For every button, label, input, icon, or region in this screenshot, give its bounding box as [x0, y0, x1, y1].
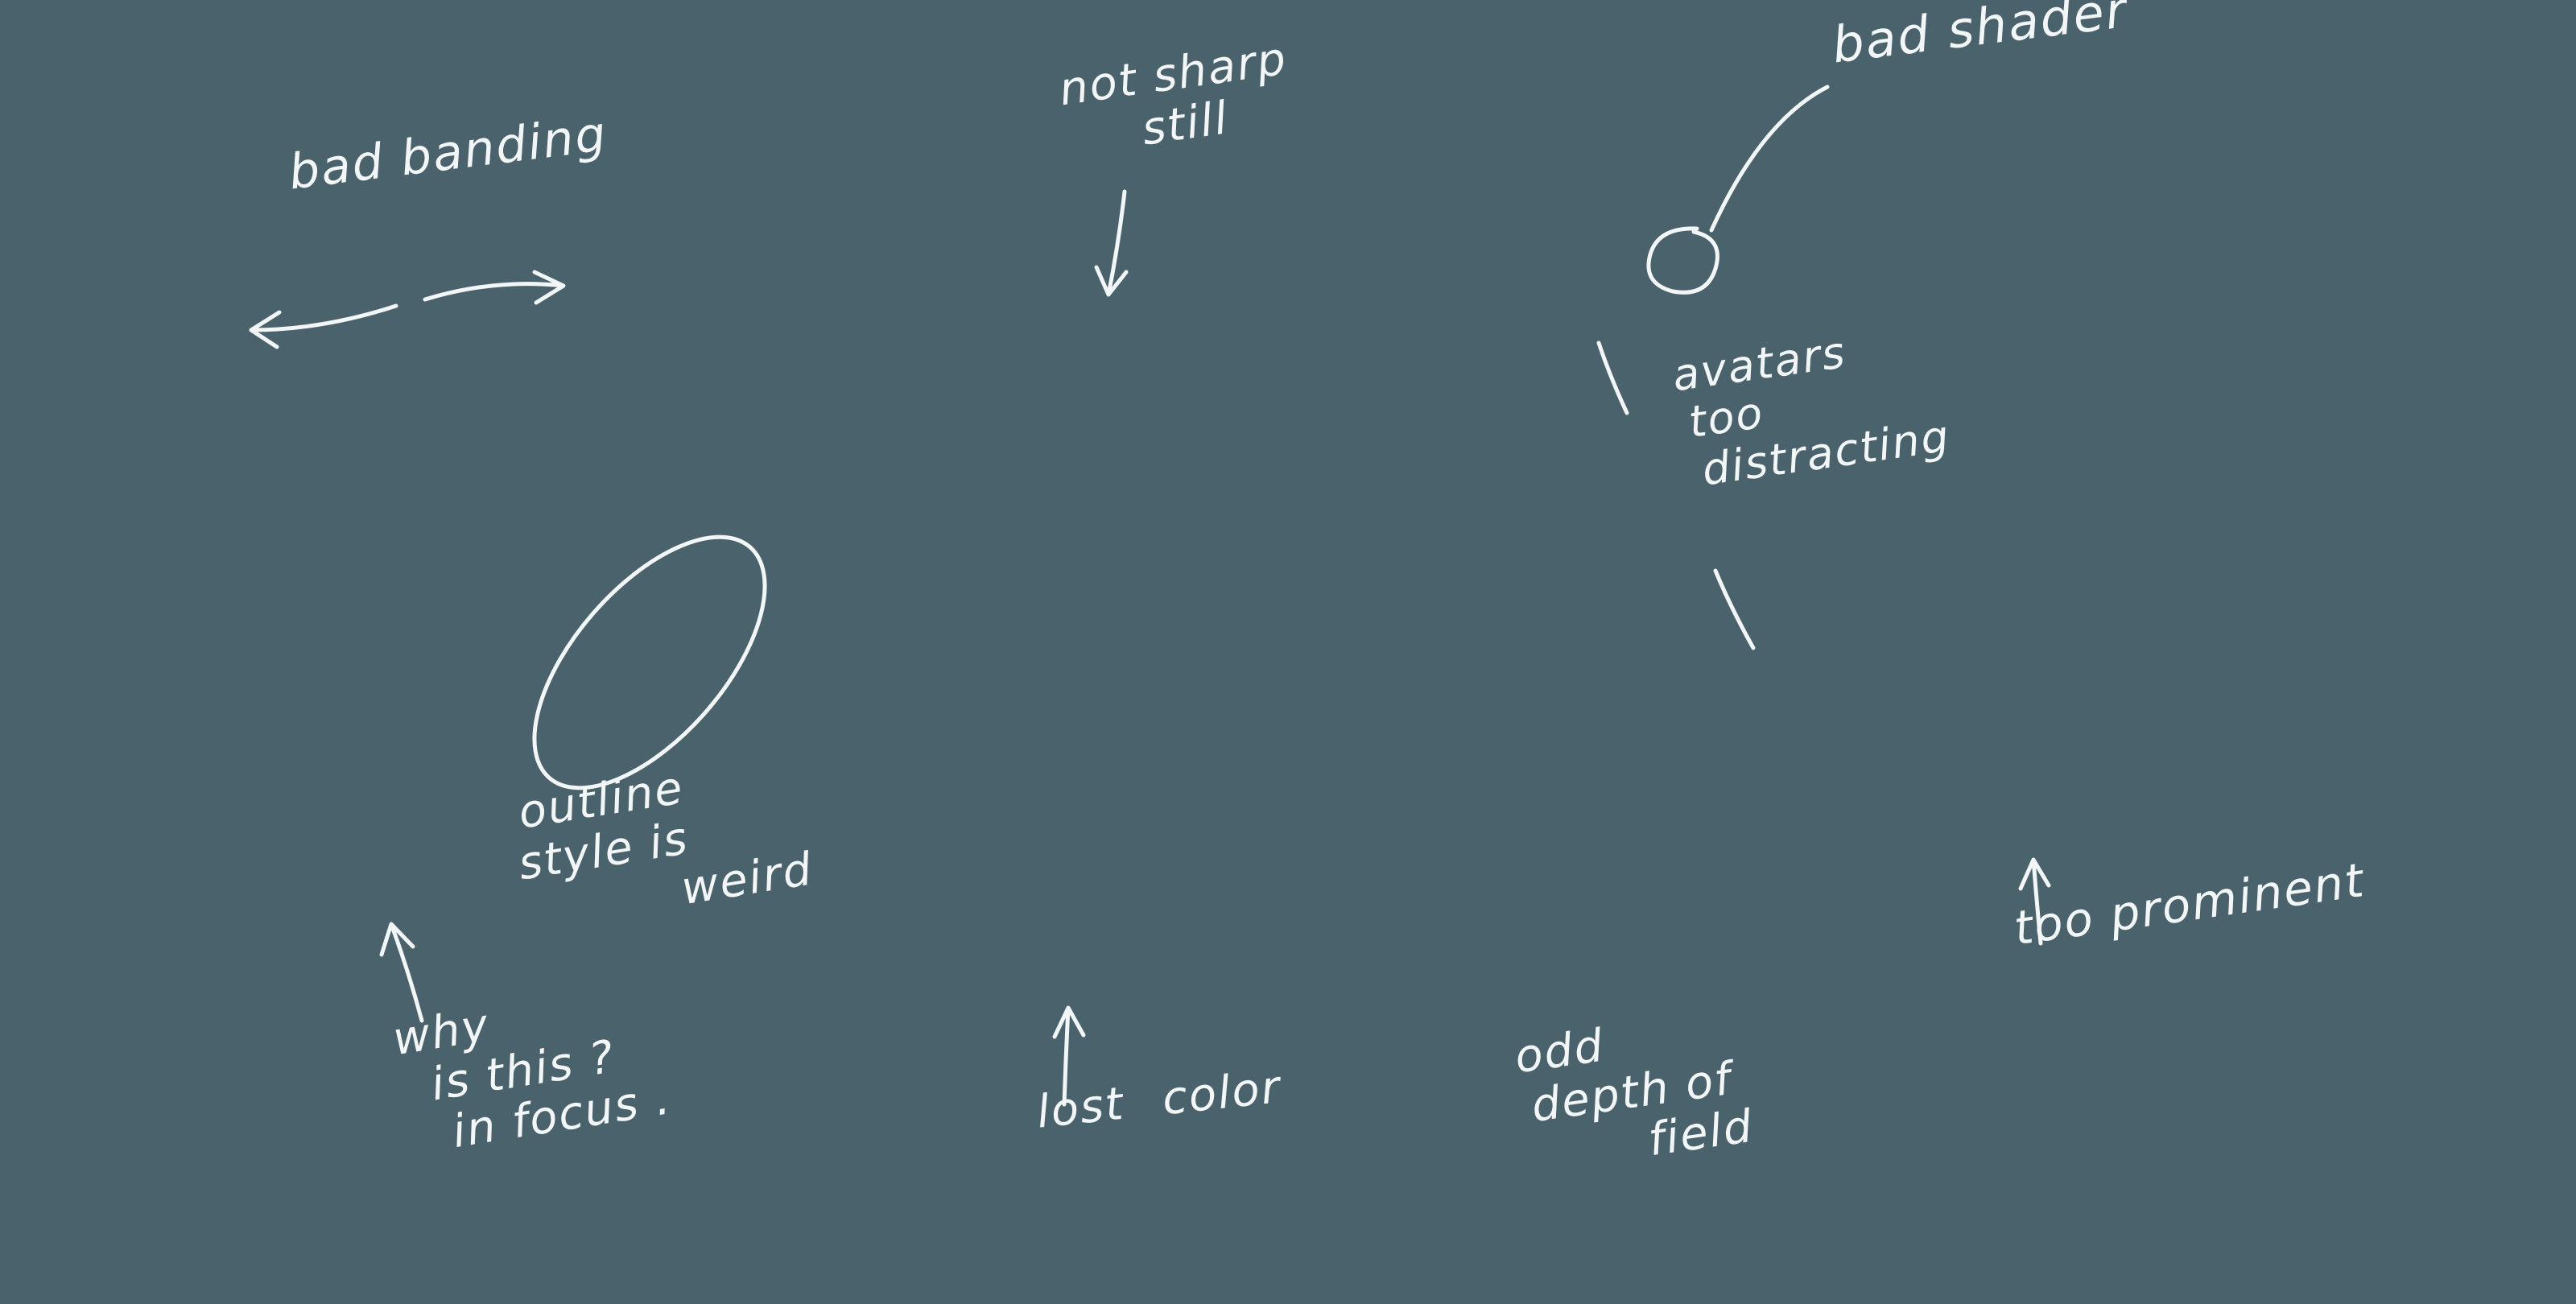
bad-shader-circle-mark: [1646, 226, 1719, 295]
annotation-outline-style: outline style is weird: [507, 745, 816, 940]
not-sharp-down-arrow: [1094, 189, 1129, 297]
annotation-why-focus: why is this ? in focus .: [390, 975, 675, 1166]
avatars-upper-stroke: [1596, 340, 1629, 415]
annotation-avatars-distracting: avatars too distracting: [1670, 316, 1954, 497]
bad-shader-pointer-line: [1709, 85, 1830, 233]
annotation-line: bad banding: [285, 105, 611, 201]
annotation-line: lost color: [1034, 1061, 1284, 1139]
bad-banding-right-arrow: [423, 270, 566, 305]
annotation-not-sharp: not sharp still: [1056, 32, 1298, 166]
avatars-lower-stroke: [1713, 568, 1756, 650]
why-focus-up-arrow: [379, 922, 424, 1023]
annotation-odd-depth: odd depth of field: [1512, 1002, 1757, 1183]
annotation-line: too prominent: [2010, 852, 2368, 956]
annotation-line: bad shader: [1828, 0, 2131, 75]
annotation-lost-color: lost color: [1034, 1061, 1284, 1139]
bad-banding-left-arrow: [249, 303, 398, 349]
annotation-too-prominent: too prominent: [2010, 852, 2368, 956]
annotation-bad-shader: bad shader: [1828, 0, 2131, 75]
annotation-bad-banding: bad banding: [285, 105, 611, 201]
